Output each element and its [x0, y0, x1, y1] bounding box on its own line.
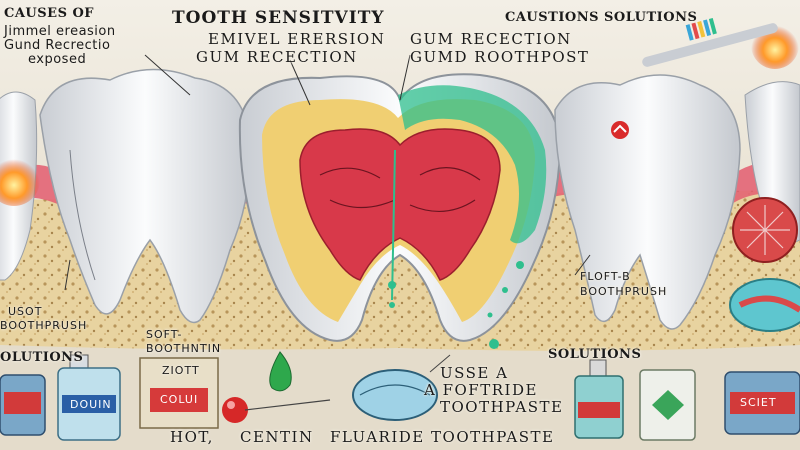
soft-toothbrush-label-1: SOFT-: [146, 328, 183, 341]
mouth-guard-icon: [352, 369, 438, 421]
pain-flare-left: [0, 154, 40, 206]
pulp-chamber: [299, 128, 501, 281]
footer-hot-label: HOT,: [170, 428, 214, 446]
cause-label-gum: Gund Recrectio: [4, 38, 111, 53]
product-tube-right: [639, 369, 696, 441]
causes-heading: CAUSES OF: [4, 6, 95, 21]
product-tin-left: [0, 374, 46, 436]
product-tin-right-label: SCIET: [740, 396, 777, 409]
page-title: TOOTH SENSITVITY: [172, 8, 385, 28]
product-box-center-label: ZIOTT: [162, 364, 200, 377]
sensitivity-marker-icon: [611, 121, 629, 139]
soft-brush-label-left-2: BOOTHPRUSH: [0, 319, 88, 332]
germ-icon: [489, 339, 499, 349]
right-molar: [554, 74, 741, 330]
gum-recession-label-right: GUM RECECTION: [410, 30, 572, 48]
product-tin-right: [724, 371, 800, 435]
product-box-center-inner-label: COLUI: [160, 393, 199, 406]
use-fluoride-label-1: USSE A: [440, 364, 509, 382]
soft-brush-label-left-1: USOT: [8, 305, 43, 318]
soft-toothbrush-label-2: BOOTHNTIN: [146, 342, 222, 355]
green-drop-icon: [269, 351, 292, 392]
cross-section-tooth: [238, 73, 562, 342]
nerve-line: [391, 149, 396, 301]
soft-brush-label-right-2: BOOTHPRUSH: [580, 285, 668, 298]
cause-label-enamel: Jimmel ereasion: [4, 24, 116, 39]
red-sphere-icon: [222, 397, 248, 423]
solutions-label-right: SOLUTIONS: [548, 347, 642, 362]
footer-dentin-label: CENTIN: [240, 428, 314, 446]
solutions-label-left: OLUTIONS: [0, 350, 84, 365]
left-molar: [39, 68, 251, 324]
toothbrush-icon: [642, 17, 778, 67]
product-bottle-left-label: DOUIN: [70, 398, 112, 411]
gum-recession-label-left: GUM RECECTION: [196, 48, 358, 66]
soft-brush-label-right-1: FLOFT-B: [580, 270, 631, 283]
product-bottle-right: [574, 359, 624, 439]
erosion-overlay: [398, 85, 547, 244]
product-box-center: [139, 357, 219, 429]
header-right-label: CAUSTIONS SOLUTIONS: [505, 10, 698, 25]
use-fluoride-label-2: A FOFTRIDE: [424, 381, 538, 399]
product-bottle-left: [57, 354, 121, 441]
use-fluoride-label-3: TOOTHPASTE: [440, 398, 564, 416]
mint-disc-bottom: [729, 278, 800, 332]
enamel-erosion-label: EMIVEL ERERSION: [208, 30, 386, 48]
footer-fluoride-label: FLUARIDE TOOTHPASTE: [330, 428, 555, 446]
gum-toothpaste-label: GUMD ROOTHPOST: [410, 48, 590, 66]
cause-label-exposed: exposed: [28, 52, 87, 67]
